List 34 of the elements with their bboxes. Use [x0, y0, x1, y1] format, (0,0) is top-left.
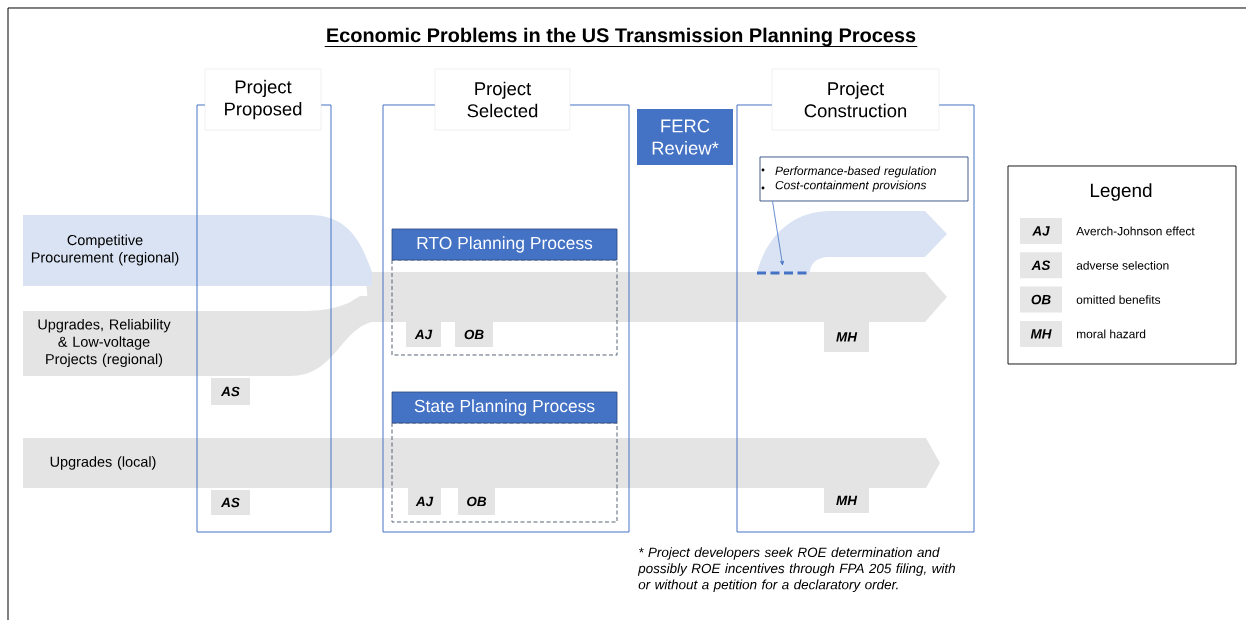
- node-label: Project: [828, 81, 885, 99]
- legend-text: omitted benefits: [1076, 295, 1161, 304]
- node-label: MH: [836, 332, 858, 342]
- problem-tag: AS: [211, 378, 250, 405]
- flow-band: Competitive Procurement (regional): [23, 215, 372, 286]
- node-label: OB: [467, 496, 487, 507]
- legend-text: adverse selection: [1076, 260, 1169, 270]
- dashed-bar: [757, 271, 810, 275]
- review-box: FERC Review*: [637, 109, 733, 165]
- legend-title: Legend: [1090, 183, 1152, 201]
- flow-band: Upgrades, Reliability & Low-voltage Projects (regional): [23, 296, 372, 376]
- node-label: MH: [836, 495, 858, 506]
- node-label: AS: [220, 386, 240, 397]
- node-label: AS: [220, 497, 240, 508]
- problem-tag: MH: [824, 322, 869, 352]
- legend-text: moral hazard: [1077, 329, 1146, 339]
- problem-tag: AS: [211, 490, 250, 515]
- title: Economic Problems in the US Transmission Planning Process: [324, 27, 918, 48]
- node-label: AJ: [414, 329, 433, 340]
- callout-box: Performance-based regulation Cost-containment provisions: [759, 156, 969, 202]
- node-label: OB: [464, 329, 484, 340]
- node-label: AJ: [415, 496, 434, 507]
- legend-text: Averch-Johnson effect: [1076, 226, 1195, 236]
- node-label: State Planning Process: [414, 399, 595, 416]
- problem-tag: AJ: [406, 322, 441, 347]
- problem-tag: MH: [824, 488, 869, 513]
- node-label: RTO Planning Process: [417, 236, 593, 253]
- node-label: Project: [235, 79, 292, 98]
- footnote: * Project developers seek ROE determination and possibly ROE incentives through FPA 205 filing, with or without a petition for a declaratory order.: [637, 547, 955, 592]
- problem-tag: AJ: [408, 488, 441, 515]
- problem-tag: OB: [455, 322, 493, 347]
- leader-line: [772, 201, 784, 266]
- problem-tag: OB: [458, 488, 495, 515]
- node-label: Project: [475, 81, 532, 99]
